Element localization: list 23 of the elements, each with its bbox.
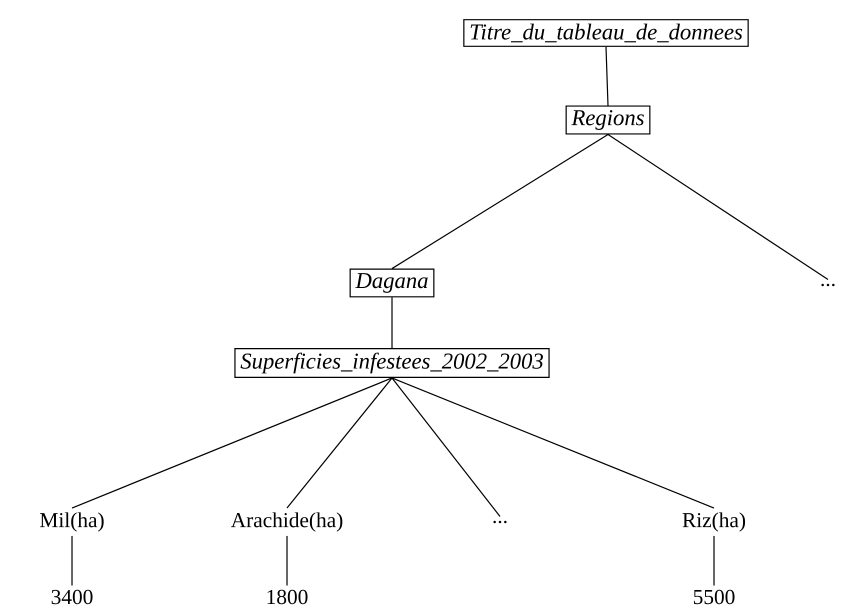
tree-line (71, 536, 73, 586)
tree-line (286, 536, 288, 586)
node-label: 5500 (694, 590, 735, 604)
node-label: 3400 (52, 590, 93, 604)
label-box: Dagana (350, 268, 434, 298)
label-box: Superficies_infestees_2002_2003 (234, 348, 550, 378)
node-label: Arachide(ha) (230, 512, 342, 532)
label-box: Titre_du_tableau_de_donnees (463, 19, 749, 47)
tree-line (392, 134, 608, 270)
node-label: ... (821, 284, 835, 286)
tree-line (392, 378, 500, 517)
tree-line (286, 378, 392, 508)
label-box: Regions (566, 105, 650, 135)
node-label: 1800 (268, 590, 308, 604)
tree-line (391, 297, 393, 348)
tree-line (608, 134, 828, 280)
node-label: Mil(ha) (40, 512, 104, 532)
tree-line (392, 377, 714, 509)
node-label: Riz(ha) (682, 512, 746, 532)
tree-line (605, 46, 609, 106)
tree-line (713, 536, 715, 586)
node-label: ... (493, 520, 507, 524)
tree-line (72, 377, 392, 509)
